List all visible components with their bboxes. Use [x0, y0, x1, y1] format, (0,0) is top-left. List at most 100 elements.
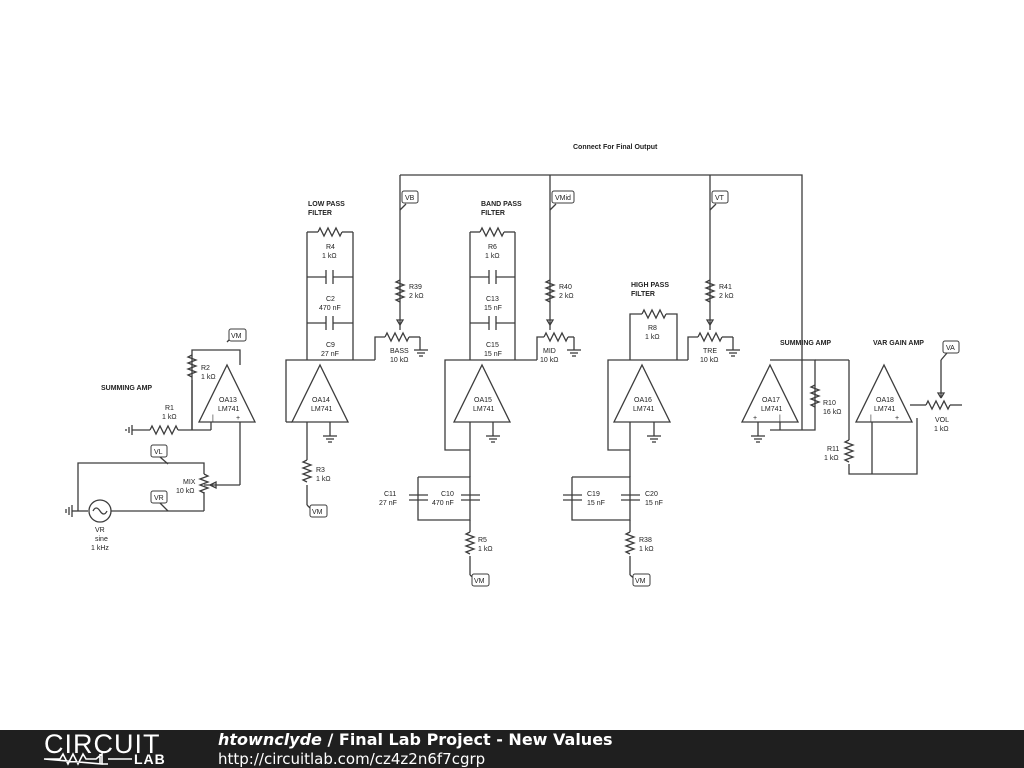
section-title-low-pass-1: LOW PASS — [308, 201, 345, 208]
output-label: Connect For Final Output — [573, 144, 658, 151]
c11-label: C11 — [384, 491, 396, 498]
section-title-band-pass-2: FILTER — [481, 210, 505, 217]
r4-label: R4 — [326, 244, 335, 251]
probe-vb: VB — [399, 190, 419, 211]
r8-label: R8 — [648, 325, 657, 332]
c19-value: 15 nF — [587, 500, 605, 507]
opamp-oa13 — [197, 363, 257, 423]
oa17-model: LM741 — [761, 406, 783, 413]
circuitlab-logo[interactable]: CIRCUIT LAB — [42, 729, 182, 768]
r39-label: R39 — [409, 284, 422, 291]
probe-vt-label: VT — [715, 195, 725, 202]
section-title-summing-amp-1: SUMMING AMP — [101, 385, 152, 392]
oa18-id: OA18 — [876, 397, 894, 404]
r8-value: 1 kΩ — [645, 334, 660, 341]
c20-label: C20 — [645, 491, 658, 498]
tre-value: 10 kΩ — [700, 357, 718, 364]
logo-resistor-icon — [43, 752, 132, 766]
circuit-schematic: Connect For Final Output VR sine 1 kHz M… — [65, 144, 962, 587]
section-title-high-pass-1: HIGH PASS — [631, 282, 669, 289]
c13-value: 15 nF — [484, 305, 502, 312]
section-title-summing-amp-2: SUMMING AMP — [780, 340, 831, 347]
mid-value: 10 kΩ — [540, 357, 558, 364]
oa16-id: OA16 — [634, 397, 652, 404]
oa17-noninverting-pin: + — [753, 415, 757, 422]
oa13-model: LM741 — [218, 406, 240, 413]
r6-value: 1 kΩ — [485, 253, 500, 260]
oa14-id: OA14 — [312, 397, 330, 404]
var-gain-amp — [910, 360, 962, 411]
vr-type: sine — [95, 536, 108, 543]
r11-label: R11 — [827, 446, 839, 453]
opamp-oa15 — [452, 363, 512, 423]
probe-vt: VT — [709, 190, 729, 211]
section-title-band-pass-1: BAND PASS — [481, 201, 522, 208]
output-bus — [399, 174, 803, 430]
c19-label: C19 — [587, 491, 600, 498]
section-title-high-pass-2: FILTER — [631, 291, 655, 298]
logo-text-lab: LAB — [134, 751, 166, 767]
probe-va-label: VA — [946, 345, 955, 352]
c15-label: C15 — [486, 342, 499, 349]
c9-label: C9 — [326, 342, 335, 349]
oa18-inverting-pin: | — [870, 415, 872, 422]
r3-label: R3 — [316, 467, 325, 474]
oa18-model: LM741 — [874, 406, 896, 413]
bass-value: 10 kΩ — [390, 357, 408, 364]
mix-label: MIX — [183, 479, 196, 486]
oa15-model: LM741 — [473, 406, 495, 413]
c2-value: 470 nF — [319, 305, 341, 312]
c9-value: 27 nF — [321, 351, 339, 358]
r2-label: R2 — [201, 365, 210, 372]
vr-label: VR — [95, 527, 105, 534]
r38-label: R38 — [639, 537, 652, 544]
c2-label: C2 — [326, 296, 335, 303]
r5-value: 1 kΩ — [478, 546, 493, 553]
c11-value: 27 nF — [379, 500, 397, 507]
band-pass-stage — [409, 226, 581, 575]
vr-freq: 1 kHz — [91, 545, 109, 552]
probe-vmid: VMid — [549, 190, 575, 211]
oa13-inverting-pin: | — [212, 415, 214, 422]
author-name[interactable]: htownclyde — [218, 730, 322, 749]
r38-value: 1 kΩ — [639, 546, 654, 553]
oa16-model: LM741 — [633, 406, 655, 413]
credit-separator: / — [321, 730, 339, 749]
r2-value: 1 kΩ — [201, 374, 216, 381]
c15-value: 15 nF — [484, 351, 502, 358]
opamp-oa14 — [290, 363, 350, 423]
r4-value: 1 kΩ — [322, 253, 337, 260]
r11-value: 1 kΩ — [824, 455, 839, 462]
probe-vm-4-label: VM — [635, 578, 646, 585]
probe-vm-1-label: VM — [231, 333, 242, 340]
high-pass-stage — [563, 278, 740, 575]
probe-vr-label: VR — [154, 495, 164, 502]
probe-vl: VL — [150, 444, 169, 465]
vol-value: 1 kΩ — [934, 426, 949, 433]
probe-vm-4: VM — [629, 573, 651, 587]
mix-value: 10 kΩ — [176, 488, 194, 495]
project-title[interactable]: Final Lab Project - New Values — [338, 730, 613, 749]
c10-label: C10 — [441, 491, 454, 498]
oa13-noninverting-pin: + — [236, 415, 240, 422]
r39-value: 2 kΩ — [409, 293, 424, 300]
oa15-id: OA15 — [474, 397, 492, 404]
probe-vm-2-label: VM — [312, 509, 323, 516]
oa17-id: OA17 — [762, 397, 780, 404]
probe-vm-3-label: VM — [474, 578, 485, 585]
section-title-var-gain-amp: VAR GAIN AMP — [873, 340, 924, 347]
opamp-oa16 — [612, 363, 672, 423]
oa18-noninverting-pin: + — [895, 415, 899, 422]
low-pass-stage — [285, 226, 428, 505]
input-section — [65, 349, 241, 523]
r40-value: 2 kΩ — [559, 293, 574, 300]
r40-label: R40 — [559, 284, 572, 291]
project-url[interactable]: http://circuitlab.com/cz4z2n6f7cgrp — [218, 750, 486, 768]
probe-vb-label: VB — [405, 195, 415, 202]
oa17-inverting-pin: | — [779, 415, 781, 422]
vol-label: VOL — [935, 417, 949, 424]
probe-vm-1: VM — [226, 328, 247, 343]
c13-label: C13 — [486, 296, 499, 303]
opamp-oa17 — [740, 363, 800, 423]
r3-value: 1 kΩ — [316, 476, 331, 483]
